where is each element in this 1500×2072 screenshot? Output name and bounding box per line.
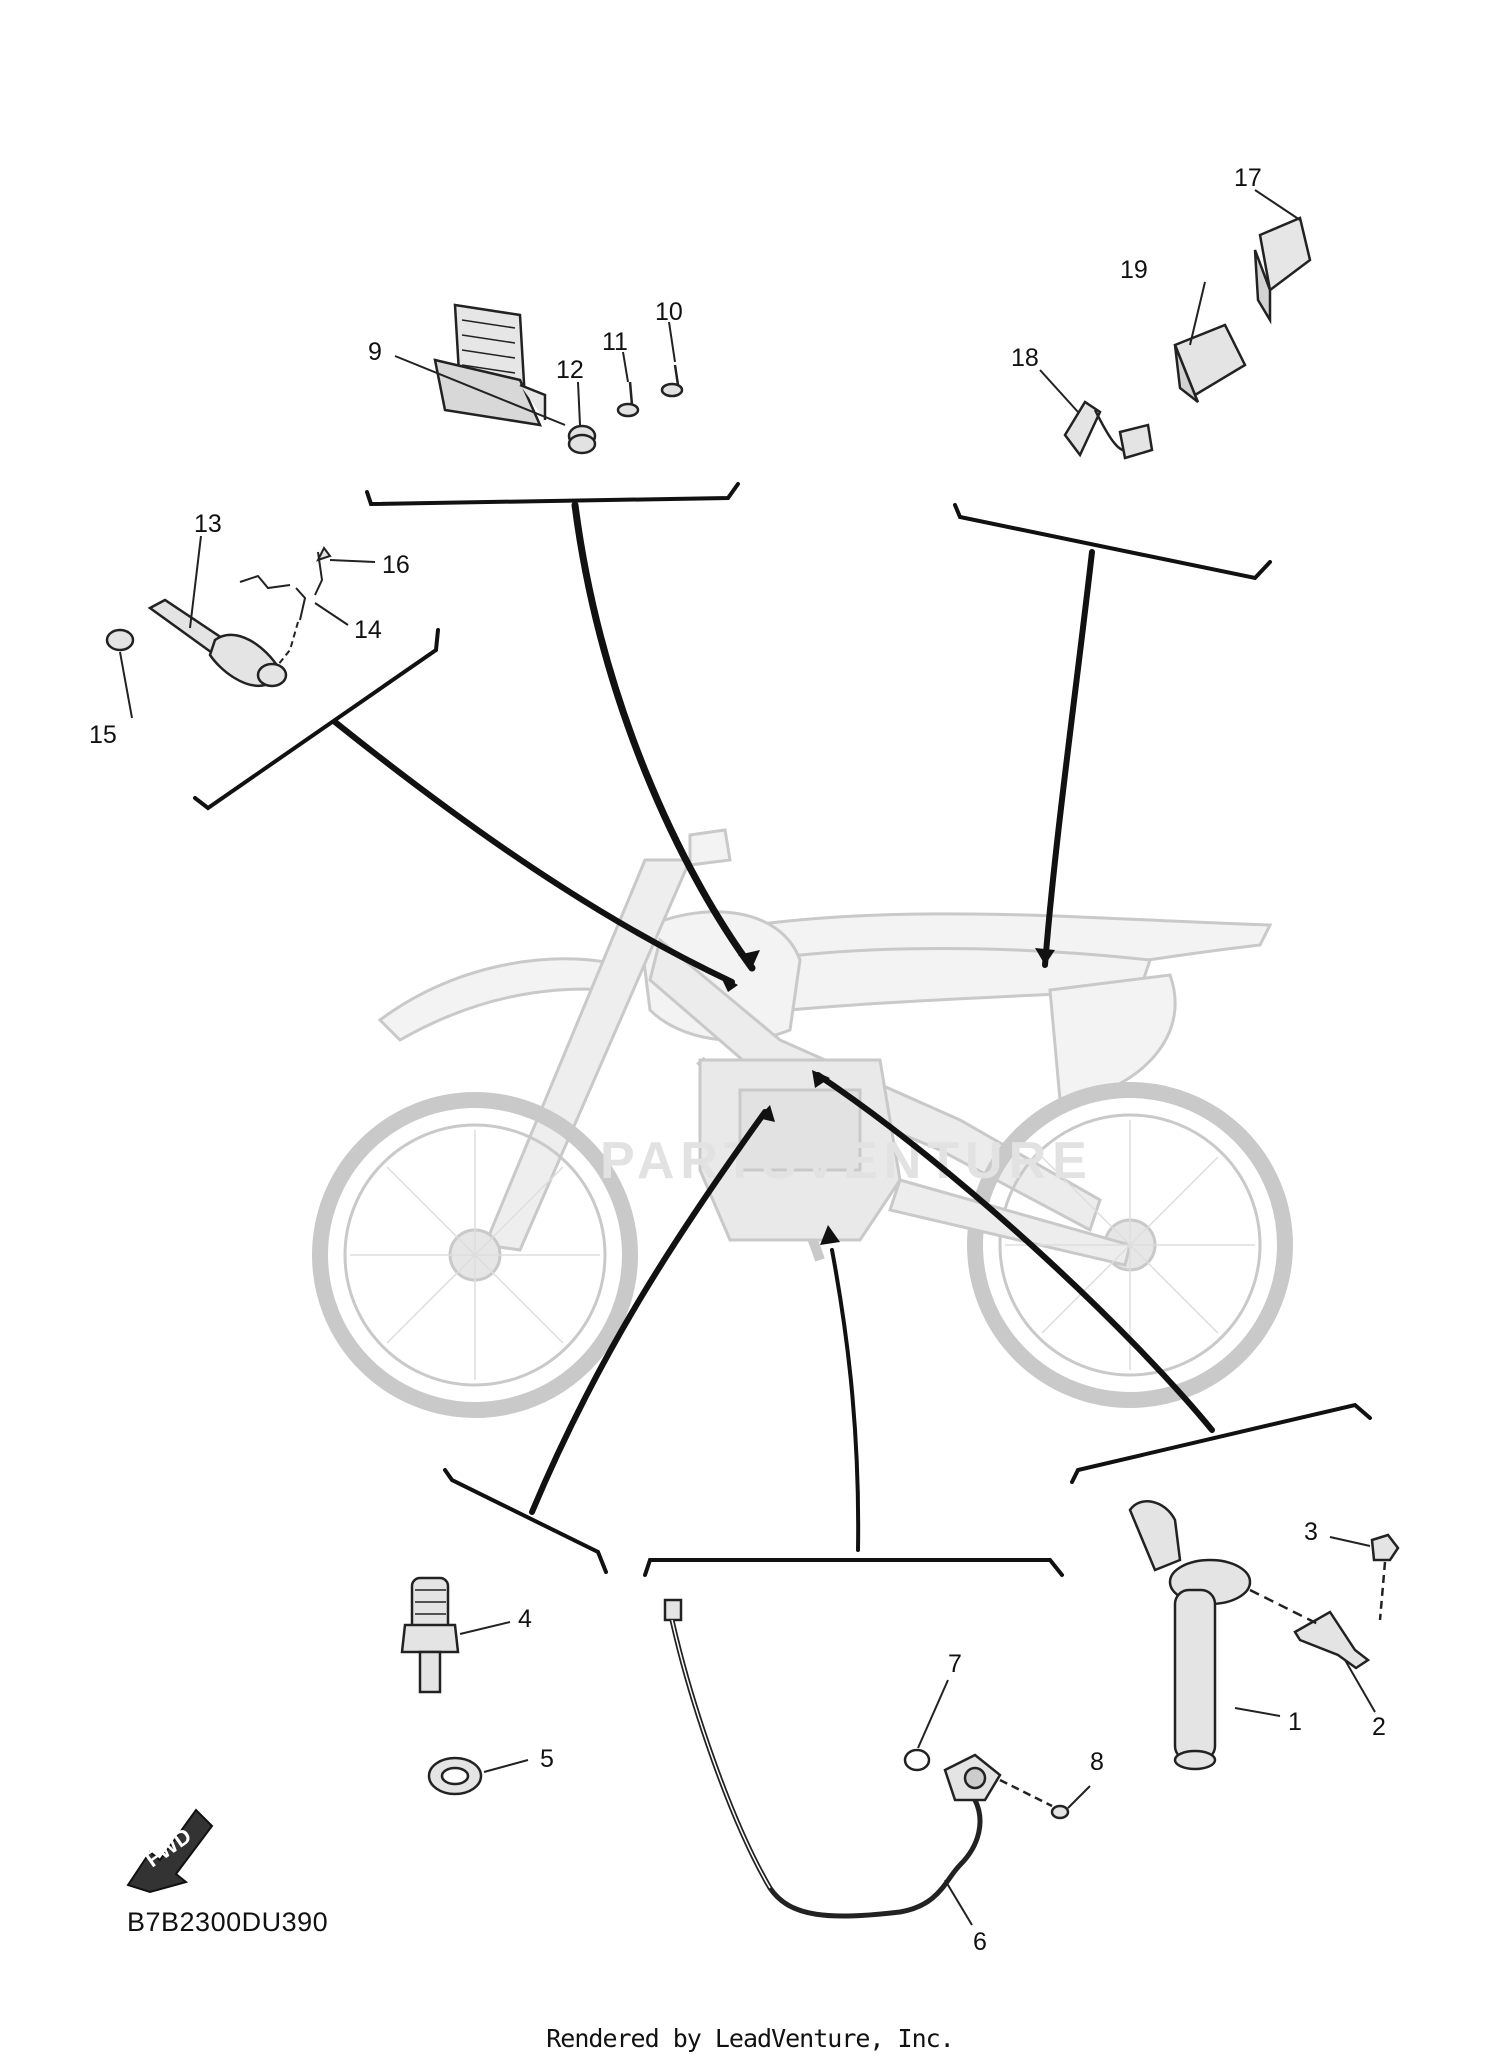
callout-15: 15 <box>89 721 117 749</box>
bolt-11-part <box>616 381 640 418</box>
washer-5-part <box>427 1756 483 1796</box>
callout-2: 2 <box>1372 1713 1386 1741</box>
bolt-10-part <box>660 364 684 398</box>
callout-labels: 1 2 3 4 5 6 7 8 9 10 11 12 13 14 15 16 1… <box>89 164 1386 1956</box>
callout-8: 8 <box>1090 1748 1104 1776</box>
sensor-6-head <box>943 1753 1002 1802</box>
cable-guide-2-part <box>1249 1588 1371 1670</box>
callout-17: 17 <box>1234 164 1262 192</box>
relay-19-part <box>1173 323 1247 403</box>
bracket-relay-group <box>953 503 1272 581</box>
callout-1: 1 <box>1288 1708 1302 1736</box>
callout-6: 6 <box>973 1928 987 1956</box>
callout-10: 10 <box>655 298 683 326</box>
group-brackets <box>193 482 1372 1577</box>
diagram-code: B7B2300DU390 <box>127 1907 329 1937</box>
bracket-throttle-group <box>1070 1402 1372 1484</box>
motorcycle-illustration <box>312 828 1293 1418</box>
wheel-spokes <box>350 1120 1255 1380</box>
lead-18-part <box>1063 400 1154 460</box>
callout-leaders <box>119 189 1376 1926</box>
callout-9: 9 <box>368 338 382 366</box>
sensor-4-part <box>400 1576 460 1694</box>
bracket-ignition-group <box>193 628 440 811</box>
callout-12: 12 <box>556 356 584 384</box>
callout-5: 5 <box>540 1745 554 1773</box>
bracket-sensor-group <box>443 1468 608 1574</box>
ignition-coil-part <box>147 598 288 688</box>
harness-6-part <box>663 1598 983 1919</box>
forward-direction-badge: FWD <box>126 1808 214 1894</box>
coil-bracket-part <box>239 546 332 666</box>
arrow-heads <box>720 948 1055 1245</box>
o-ring-7-part <box>903 1748 931 1772</box>
callout-14: 14 <box>354 616 382 644</box>
callout-18: 19 <box>1120 256 1148 284</box>
bracket-ecu-group <box>365 482 740 507</box>
module-17-part <box>1253 216 1312 325</box>
throttle-grip-part <box>1128 1500 1252 1771</box>
callout-11: 11 <box>602 328 628 356</box>
callout-16: 16 <box>382 551 410 579</box>
footer-credit: Rendered by LeadVenture, Inc. <box>546 2024 955 2053</box>
callout-19: 18 <box>1011 344 1039 372</box>
watermark: PARTSVENTURE <box>600 1132 1093 1190</box>
callout-4: 4 <box>518 1605 532 1633</box>
grommet-part <box>567 424 597 455</box>
leader-arrows <box>332 501 1215 1552</box>
bolt-8-part <box>999 1778 1070 1820</box>
ecu-part <box>433 303 547 427</box>
callout-3: 3 <box>1304 1518 1318 1546</box>
bracket-harness-group <box>643 1558 1064 1577</box>
cap-15-part <box>105 628 135 652</box>
nut-3-part <box>1370 1533 1400 1621</box>
callout-7: 7 <box>948 1650 962 1678</box>
callout-13: 13 <box>194 510 222 538</box>
